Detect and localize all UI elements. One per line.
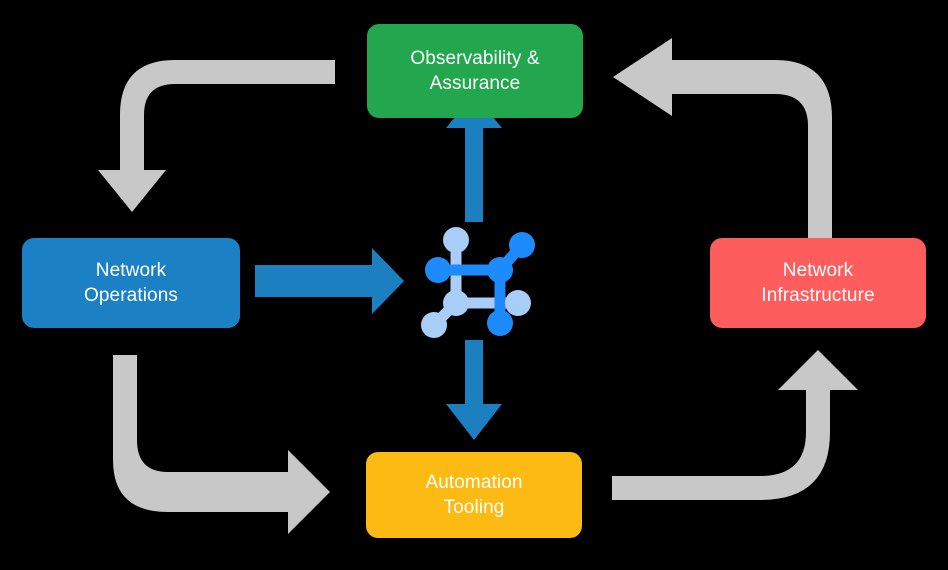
node-box-network-infrastructure[interactable]: Network Infrastructure bbox=[710, 238, 926, 328]
arrow-automation-to-infrastructure bbox=[612, 350, 858, 500]
arrow-hub-to-observability bbox=[446, 94, 502, 222]
node-box-network-operations[interactable]: Network Operations bbox=[22, 238, 240, 328]
node-box-automation-tooling[interactable]: Automation Tooling bbox=[366, 452, 582, 538]
hub-nodes bbox=[421, 227, 535, 338]
node-box-observability[interactable]: Observability & Assurance bbox=[367, 24, 583, 118]
arrow-observability-to-operations bbox=[98, 60, 335, 212]
arrow-operations-to-automation bbox=[113, 355, 330, 534]
arrow-hub-to-automation bbox=[446, 340, 502, 440]
arrow-operations-to-hub bbox=[255, 248, 404, 314]
arrow-infrastructure-to-observability bbox=[613, 38, 832, 238]
network-topology-icon bbox=[421, 227, 535, 338]
